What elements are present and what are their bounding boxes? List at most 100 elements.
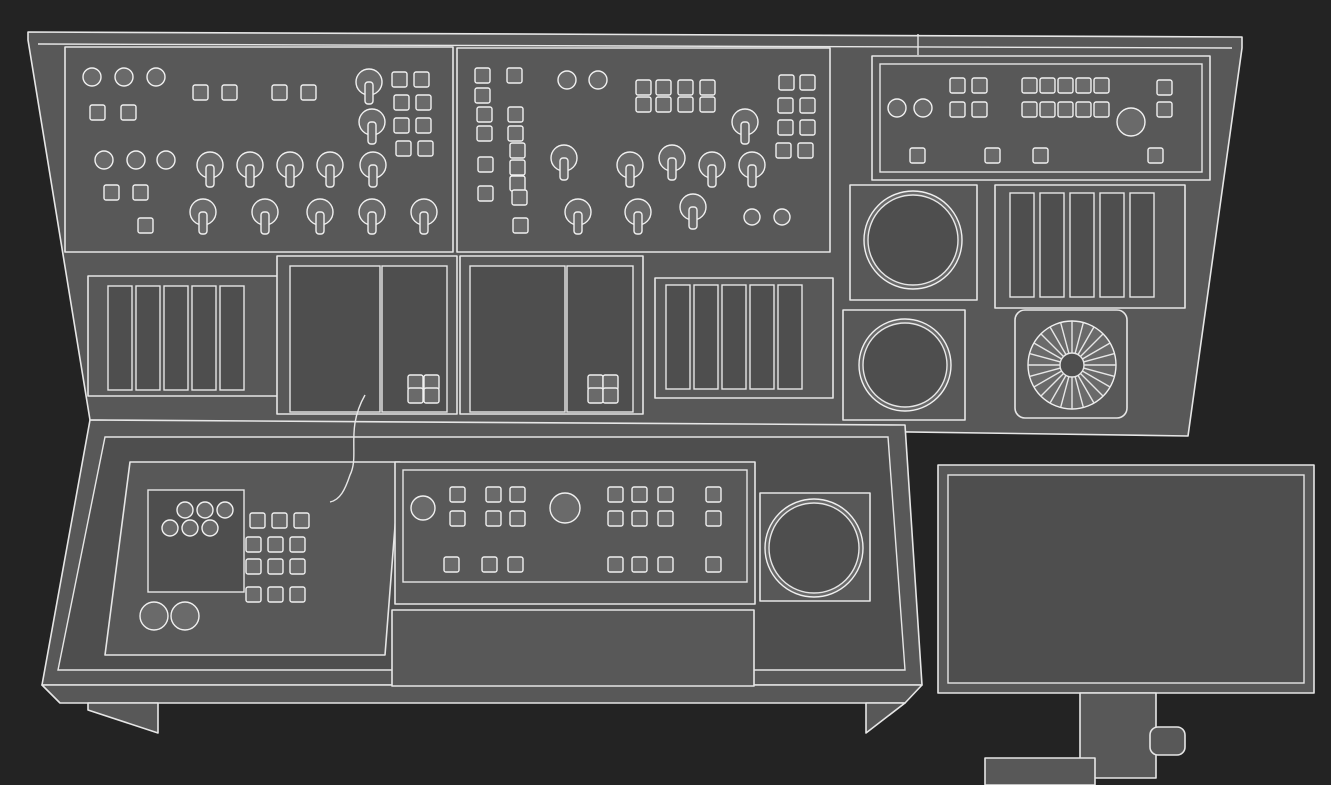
push-button[interactable]	[267, 536, 284, 553]
rack-slot[interactable]	[219, 285, 245, 391]
toggle-switch-lever[interactable]	[367, 121, 377, 145]
knob[interactable]	[196, 501, 214, 519]
rack-slot[interactable]	[135, 285, 161, 391]
push-button[interactable]	[511, 189, 528, 206]
push-button[interactable]	[1093, 101, 1110, 118]
fan-blade[interactable]	[1040, 333, 1065, 358]
push-button[interactable]	[1032, 147, 1049, 164]
push-button[interactable]	[413, 71, 430, 88]
push-button[interactable]	[607, 510, 624, 527]
knob[interactable]	[743, 208, 761, 226]
push-button[interactable]	[775, 142, 792, 159]
push-button[interactable]	[449, 486, 466, 503]
push-button[interactable]	[289, 536, 306, 553]
fan-blade[interactable]	[1033, 370, 1062, 388]
push-button[interactable]	[293, 512, 310, 529]
push-button[interactable]	[271, 512, 288, 529]
knob[interactable]	[201, 519, 219, 537]
push-button[interactable]	[677, 79, 694, 96]
push-button[interactable]	[1147, 147, 1164, 164]
push-button[interactable]	[271, 84, 288, 101]
push-button[interactable]	[300, 84, 317, 101]
toggle-switch-lever[interactable]	[573, 211, 583, 235]
push-button[interactable]	[509, 510, 526, 527]
knob[interactable]	[181, 519, 199, 537]
push-button[interactable]	[949, 77, 966, 94]
push-button[interactable]	[245, 536, 262, 553]
push-button[interactable]	[949, 101, 966, 118]
rack-slot[interactable]	[749, 284, 775, 390]
fan-blade[interactable]	[1059, 322, 1070, 354]
push-button[interactable]	[635, 96, 652, 113]
push-button[interactable]	[699, 96, 716, 113]
rack-slot[interactable]	[1129, 192, 1155, 298]
toggle-switch-lever[interactable]	[260, 211, 270, 235]
push-button[interactable]	[509, 175, 526, 192]
push-button[interactable]	[481, 556, 498, 573]
fan-hub[interactable]	[1059, 352, 1085, 378]
push-button[interactable]	[1039, 77, 1056, 94]
knob[interactable]	[161, 519, 179, 537]
push-button[interactable]	[245, 586, 262, 603]
push-button[interactable]	[657, 510, 674, 527]
push-button[interactable]	[799, 119, 816, 136]
push-button[interactable]	[417, 140, 434, 157]
knob[interactable]	[216, 501, 234, 519]
rack-slot[interactable]	[191, 285, 217, 391]
knob[interactable]	[887, 98, 907, 118]
toggle-switch-lever[interactable]	[559, 157, 569, 181]
push-button[interactable]	[631, 510, 648, 527]
push-button[interactable]	[1021, 101, 1038, 118]
knob[interactable]	[557, 70, 577, 90]
push-button[interactable]	[631, 556, 648, 573]
gauge-dial[interactable]	[867, 194, 959, 286]
push-button[interactable]	[778, 74, 795, 91]
toggle-switch-lever[interactable]	[740, 121, 750, 145]
push-button[interactable]	[477, 185, 494, 202]
knob[interactable]	[139, 601, 169, 631]
fan-blade[interactable]	[1083, 352, 1115, 363]
push-button[interactable]	[245, 558, 262, 575]
fan-blade[interactable]	[1040, 372, 1065, 397]
rack-slot[interactable]	[107, 285, 133, 391]
push-button[interactable]	[509, 159, 526, 176]
toggle-switch-lever[interactable]	[285, 164, 295, 188]
toggle-switch-lever[interactable]	[688, 206, 698, 230]
push-button[interactable]	[971, 101, 988, 118]
push-button[interactable]	[476, 106, 493, 123]
fan-blade[interactable]	[1033, 342, 1062, 360]
push-button[interactable]	[449, 510, 466, 527]
push-button[interactable]	[477, 156, 494, 173]
push-button[interactable]	[267, 586, 284, 603]
knob[interactable]	[176, 501, 194, 519]
knob[interactable]	[549, 492, 581, 524]
rack-slot[interactable]	[1009, 192, 1035, 298]
push-button[interactable]	[1156, 79, 1173, 96]
push-button[interactable]	[507, 556, 524, 573]
toggle-switch-lever[interactable]	[707, 164, 717, 188]
toggle-switch-lever[interactable]	[245, 164, 255, 188]
fan-blade[interactable]	[1077, 375, 1095, 404]
toggle-switch-lever[interactable]	[419, 211, 429, 235]
fan-blade[interactable]	[1082, 370, 1111, 388]
fan-blade[interactable]	[1082, 342, 1111, 360]
toggle-switch-lever[interactable]	[367, 211, 377, 235]
toggle-switch-lever[interactable]	[205, 164, 215, 188]
knob[interactable]	[773, 208, 791, 226]
push-button[interactable]	[415, 117, 432, 134]
toggle-switch-lever[interactable]	[633, 211, 643, 235]
push-button[interactable]	[797, 142, 814, 159]
push-button[interactable]	[984, 147, 1001, 164]
rack-slot[interactable]	[665, 284, 691, 390]
push-button[interactable]	[799, 74, 816, 91]
fan-blade[interactable]	[1029, 352, 1061, 363]
push-button[interactable]	[1075, 101, 1092, 118]
knob[interactable]	[410, 495, 436, 521]
toggle-switch-lever[interactable]	[747, 164, 757, 188]
rack-slot[interactable]	[1069, 192, 1095, 298]
push-button[interactable]	[1156, 101, 1173, 118]
fan-blade[interactable]	[1083, 367, 1115, 378]
knob[interactable]	[94, 150, 114, 170]
push-button[interactable]	[132, 184, 149, 201]
fan-blade[interactable]	[1074, 322, 1085, 354]
